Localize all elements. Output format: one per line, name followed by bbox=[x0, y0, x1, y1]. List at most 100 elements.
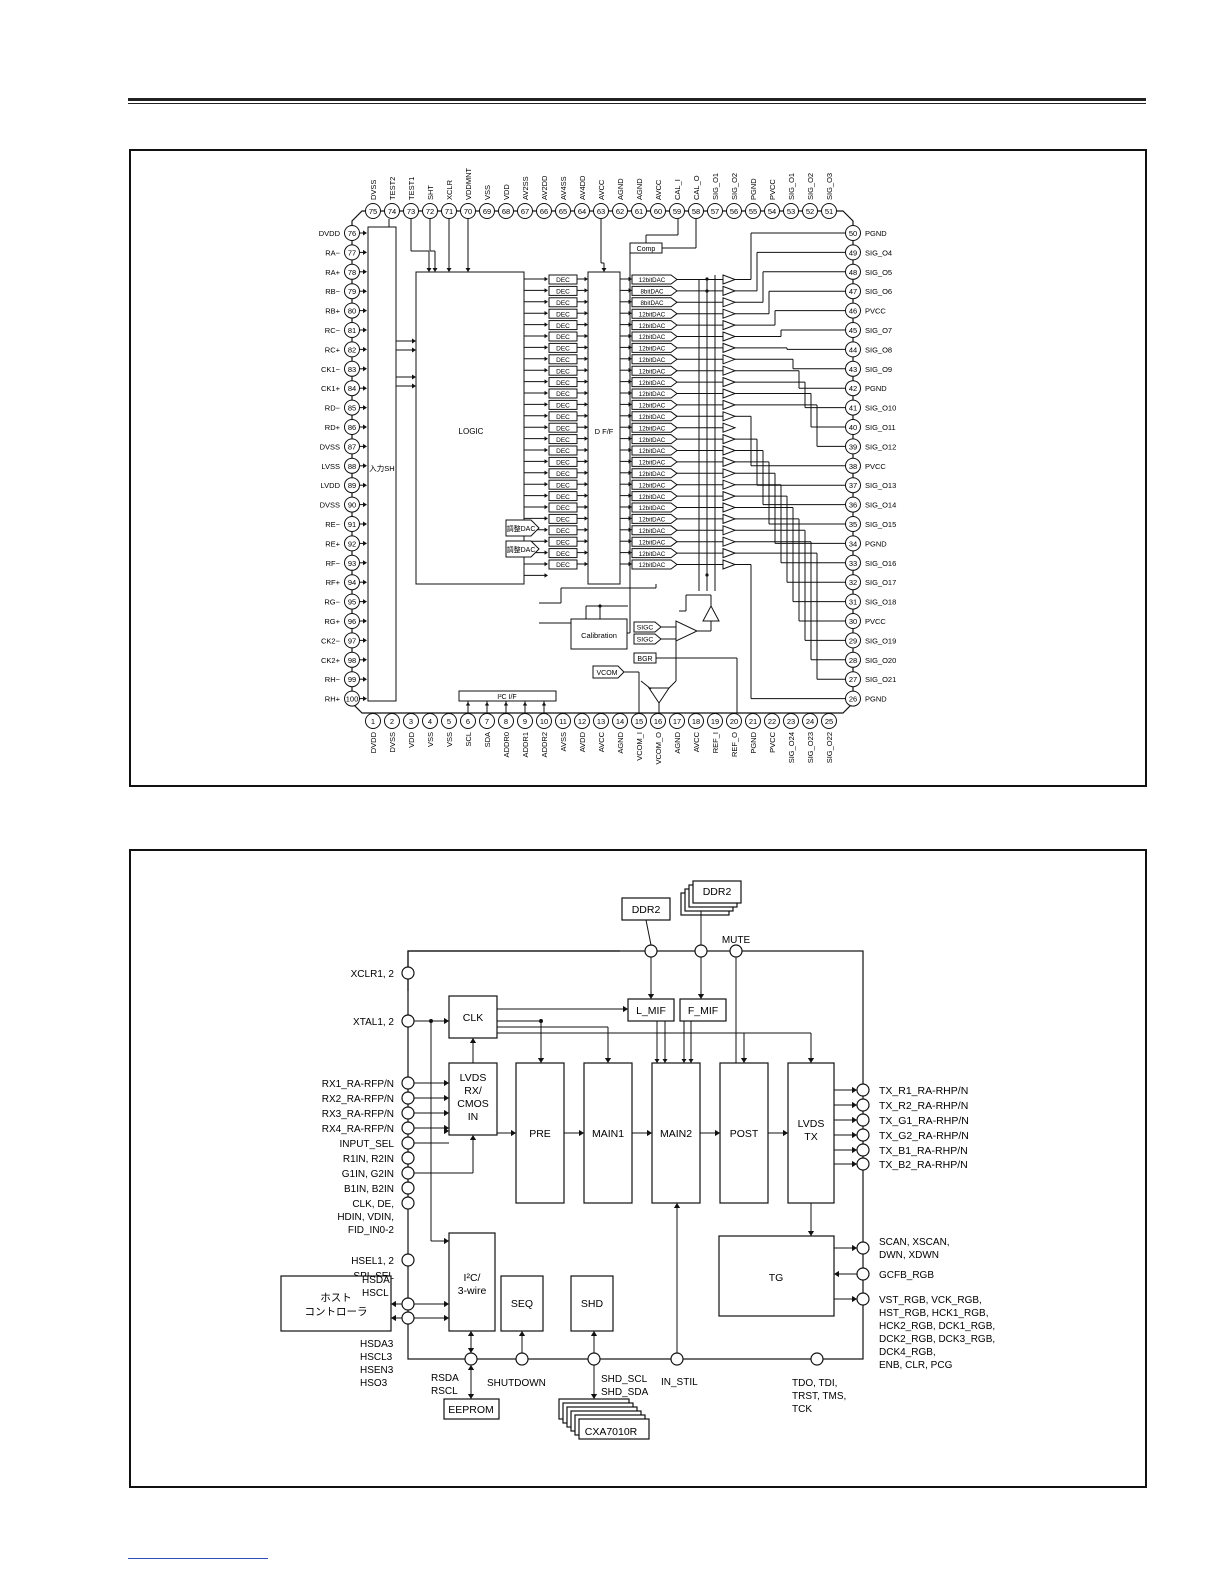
output-buffer bbox=[722, 354, 737, 365]
arrow-head bbox=[834, 1270, 839, 1278]
pin-label: RD− bbox=[325, 404, 341, 413]
output-buffer bbox=[722, 308, 737, 319]
pin-label: PGND bbox=[749, 731, 758, 753]
pin-57 bbox=[707, 203, 723, 219]
dac-label: 12bitDAC bbox=[639, 368, 666, 375]
arrow-head bbox=[584, 561, 588, 567]
dec-label: DEC bbox=[556, 334, 570, 341]
pin-number: 57 bbox=[711, 207, 719, 216]
pin-67 bbox=[517, 203, 533, 219]
pin-number: 10 bbox=[540, 717, 548, 726]
pin-number: 3 bbox=[409, 717, 413, 726]
arrow-head bbox=[584, 368, 588, 373]
dec-label: DEC bbox=[556, 277, 570, 284]
pin-7 bbox=[479, 713, 495, 729]
pin-label: ADDR2 bbox=[540, 732, 549, 757]
pin-number: 34 bbox=[849, 539, 857, 548]
arrow-head bbox=[363, 540, 367, 546]
pre-label: PRE bbox=[529, 1128, 551, 1140]
main1-label: MAIN1 bbox=[592, 1128, 624, 1140]
dac-block bbox=[631, 548, 678, 559]
arrow-head bbox=[584, 379, 588, 384]
dff-label: D F/F bbox=[595, 427, 614, 436]
dac-label: 12bitDAC bbox=[639, 528, 666, 535]
tx-label: TX_R1_RA-RHP/N bbox=[879, 1085, 968, 1097]
dac-block bbox=[631, 297, 678, 308]
adjust-dac-block bbox=[505, 519, 540, 537]
pin-number: 66 bbox=[540, 207, 548, 216]
tg-out-label: HCK2_RGB, DCK1_RGB, bbox=[879, 1321, 995, 1332]
arrow-head bbox=[544, 493, 548, 498]
pin-number: 29 bbox=[849, 636, 857, 645]
tx-label: TX_B1_RA-RHP/N bbox=[879, 1145, 968, 1157]
arrow-head bbox=[467, 1365, 475, 1370]
arrow-head bbox=[584, 311, 588, 316]
dac-label: 12bitDAC bbox=[639, 323, 666, 330]
pin-label: PVCC bbox=[865, 307, 886, 316]
pin-number: 62 bbox=[616, 207, 624, 216]
dac-block bbox=[631, 456, 678, 467]
pin-21 bbox=[745, 713, 761, 729]
output-buffer bbox=[722, 319, 737, 331]
pin-number: 6 bbox=[466, 717, 470, 726]
pin-number: 28 bbox=[849, 656, 857, 665]
arrow-head bbox=[584, 276, 588, 282]
pin-label: SIG_O15 bbox=[865, 520, 896, 529]
dac-block bbox=[631, 445, 678, 456]
pin-number: 49 bbox=[849, 248, 857, 257]
tg-out-label: DWN, XDWN bbox=[879, 1250, 939, 1261]
pin-number: 79 bbox=[348, 287, 356, 296]
pin-number: 60 bbox=[654, 207, 662, 216]
dec-label: DEC bbox=[556, 482, 570, 489]
pin-53 bbox=[783, 203, 799, 219]
pin-number: 35 bbox=[849, 520, 857, 529]
dac-label: 12bitDAC bbox=[639, 346, 666, 353]
pin-label: RB+ bbox=[325, 307, 340, 316]
pin-number: 63 bbox=[597, 207, 605, 216]
tx-label: TX_R2_RA-RHP/N bbox=[879, 1100, 968, 1112]
arrow-head bbox=[601, 268, 607, 272]
arrow-head bbox=[584, 459, 588, 464]
arrow-head bbox=[688, 1059, 694, 1063]
ddr2-stack-port bbox=[694, 944, 708, 958]
dac-block bbox=[631, 365, 678, 376]
arrow-head bbox=[363, 637, 367, 643]
pin-label: PGND bbox=[749, 178, 758, 200]
dac-label: 12bitDAC bbox=[639, 505, 666, 512]
pin-label: CK1+ bbox=[321, 384, 341, 393]
pin-label: PGND bbox=[865, 695, 887, 704]
arrow-head bbox=[584, 413, 588, 418]
i2c-if-block bbox=[458, 690, 557, 702]
opamp bbox=[675, 620, 699, 642]
shd-label: SHD bbox=[581, 1298, 604, 1310]
lvds-rx-label: IN bbox=[468, 1111, 479, 1123]
pin-label: SIG_O5 bbox=[865, 268, 892, 277]
dec-label: DEC bbox=[556, 425, 570, 432]
pin-label: PVCC bbox=[768, 179, 777, 200]
pin-label: SIG_O6 bbox=[865, 287, 892, 296]
arrow-head bbox=[467, 1394, 475, 1399]
pin-label: SIG_O20 bbox=[865, 656, 896, 665]
arrow-head bbox=[623, 1005, 628, 1013]
tg-label: TG bbox=[769, 1272, 784, 1284]
pin-label: SHT bbox=[426, 185, 435, 200]
pin-number: 24 bbox=[806, 717, 814, 726]
arrow-head bbox=[584, 299, 588, 304]
dac-block bbox=[631, 377, 678, 388]
pin-number: 75 bbox=[369, 207, 377, 216]
arrow-head bbox=[426, 268, 432, 272]
tx-label: TX_G1_RA-RHP/N bbox=[879, 1115, 969, 1127]
dac-label: 12bitDAC bbox=[639, 414, 666, 421]
pin-label: DVSS bbox=[320, 501, 340, 510]
input-label: RX2_RA-RFP/N bbox=[322, 1094, 394, 1105]
pin-label: DVDD bbox=[369, 731, 378, 753]
arrow-head bbox=[604, 1058, 612, 1063]
pin-number: 93 bbox=[348, 559, 356, 568]
pin-number: 47 bbox=[849, 287, 857, 296]
arrow-head bbox=[544, 561, 548, 567]
arrow-head bbox=[584, 539, 588, 544]
input-port bbox=[401, 1121, 415, 1135]
cxa-stack-block bbox=[578, 1418, 650, 1440]
pin-label: LVDD bbox=[321, 481, 341, 490]
pin-label: RE− bbox=[325, 520, 340, 529]
